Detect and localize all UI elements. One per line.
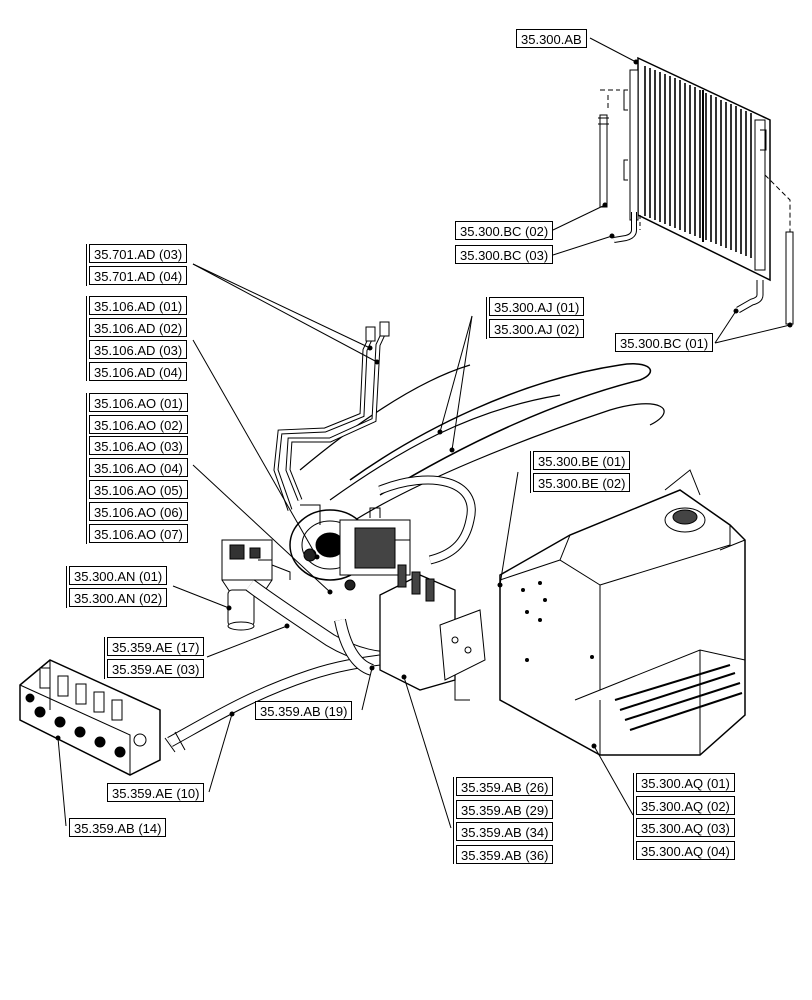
- callout-35-106-ao-02[interactable]: 35.106.AO (02): [89, 415, 188, 434]
- callout-35-359-ab-34[interactable]: 35.359.AB (34): [456, 822, 554, 841]
- callout-35-300-bc-01[interactable]: 35.300.BC (01): [615, 333, 714, 352]
- cooler-pipe-left: [598, 114, 609, 208]
- group-bracket-300-aj: [486, 297, 487, 339]
- callout-35-300-ab[interactable]: 35.300.AB: [516, 29, 587, 48]
- callout-35-106-ad-02[interactable]: 35.106.AD (02): [89, 318, 188, 337]
- leader-lines: [57, 37, 791, 829]
- callout-35-300-bc-02[interactable]: 35.300.BC (02): [455, 221, 554, 240]
- loader-control-valve: [19, 659, 161, 776]
- group-bracket-300-be: [530, 451, 531, 493]
- callout-35-106-ao-05[interactable]: 35.106.AO (05): [89, 480, 188, 499]
- callout-35-359-ab-19[interactable]: 35.359.AB (19): [255, 701, 353, 720]
- callout-35-300-aj-01[interactable]: 35.300.AJ (01): [489, 297, 585, 316]
- group-bracket-300-an: [66, 566, 67, 608]
- callout-35-300-bc-03[interactable]: 35.300.BC (03): [455, 245, 554, 264]
- callout-35-300-aj-02[interactable]: 35.300.AJ (02): [489, 319, 585, 338]
- callout-35-106-ao-01[interactable]: 35.106.AO (01): [89, 393, 188, 412]
- callout-35-300-aq-02[interactable]: 35.300.AQ (02): [636, 796, 735, 815]
- callout-35-106-ad-03[interactable]: 35.106.AD (03): [89, 340, 188, 359]
- suction-hose: [245, 579, 401, 666]
- callout-35-359-ab-29[interactable]: 35.359.AB (29): [456, 800, 554, 819]
- callout-35-106-ad-01[interactable]: 35.106.AD (01): [89, 296, 188, 315]
- group-bracket-106-ad: [86, 296, 87, 381]
- hydraulic-tank: [499, 469, 746, 756]
- callout-35-300-be-01[interactable]: 35.300.BE (01): [533, 451, 631, 470]
- callout-35-359-ae-03[interactable]: 35.359.AE (03): [107, 659, 205, 678]
- callout-35-300-an-02[interactable]: 35.300.AN (02): [69, 588, 168, 607]
- cooler-pipe-elbow: [613, 212, 637, 243]
- callout-35-106-ad-04[interactable]: 35.106.AD (04): [89, 362, 188, 381]
- callout-35-359-ae-10[interactable]: 35.359.AE (10): [107, 783, 205, 802]
- return-hoses: [299, 363, 665, 565]
- callout-35-359-ab-14[interactable]: 35.359.AB (14): [69, 818, 167, 837]
- callout-35-359-ae-17[interactable]: 35.359.AE (17): [107, 637, 205, 656]
- group-bracket-300-aq: [633, 773, 634, 860]
- callout-35-300-aq-03[interactable]: 35.300.AQ (03): [636, 818, 735, 837]
- callout-35-300-aq-04[interactable]: 35.300.AQ (04): [636, 841, 735, 860]
- steering-lines: [273, 321, 390, 511]
- callout-35-106-ao-07[interactable]: 35.106.AO (07): [89, 524, 188, 543]
- callout-35-106-ao-06[interactable]: 35.106.AO (06): [89, 502, 188, 521]
- filter-valve-block: [221, 539, 291, 631]
- callout-35-701-ad-04[interactable]: 35.701.AD (04): [89, 266, 188, 285]
- oil-cooler: [600, 56, 791, 290]
- callout-35-359-ab-26[interactable]: 35.359.AB (26): [456, 777, 554, 796]
- section-valve-bracket: [379, 564, 486, 701]
- hydraulic-pump: [289, 504, 411, 591]
- group-bracket-359-ae: [104, 637, 105, 679]
- callout-35-359-ab-36[interactable]: 35.359.AB (36): [456, 845, 554, 864]
- callout-35-300-an-01[interactable]: 35.300.AN (01): [69, 566, 168, 585]
- callout-35-106-ao-04[interactable]: 35.106.AO (04): [89, 458, 188, 477]
- leader-dots: [55, 59, 793, 749]
- callout-35-106-ao-03[interactable]: 35.106.AO (03): [89, 436, 188, 455]
- callout-35-701-ad-03[interactable]: 35.701.AD (03): [89, 244, 188, 263]
- callout-35-300-be-02[interactable]: 35.300.BE (02): [533, 473, 631, 492]
- group-bracket-106-ao: [86, 393, 87, 544]
- callout-35-300-aq-01[interactable]: 35.300.AQ (01): [636, 773, 735, 792]
- pressure-hose: [164, 618, 381, 753]
- group-bracket-701-ad: [86, 244, 87, 286]
- group-bracket-359-ab: [453, 777, 454, 864]
